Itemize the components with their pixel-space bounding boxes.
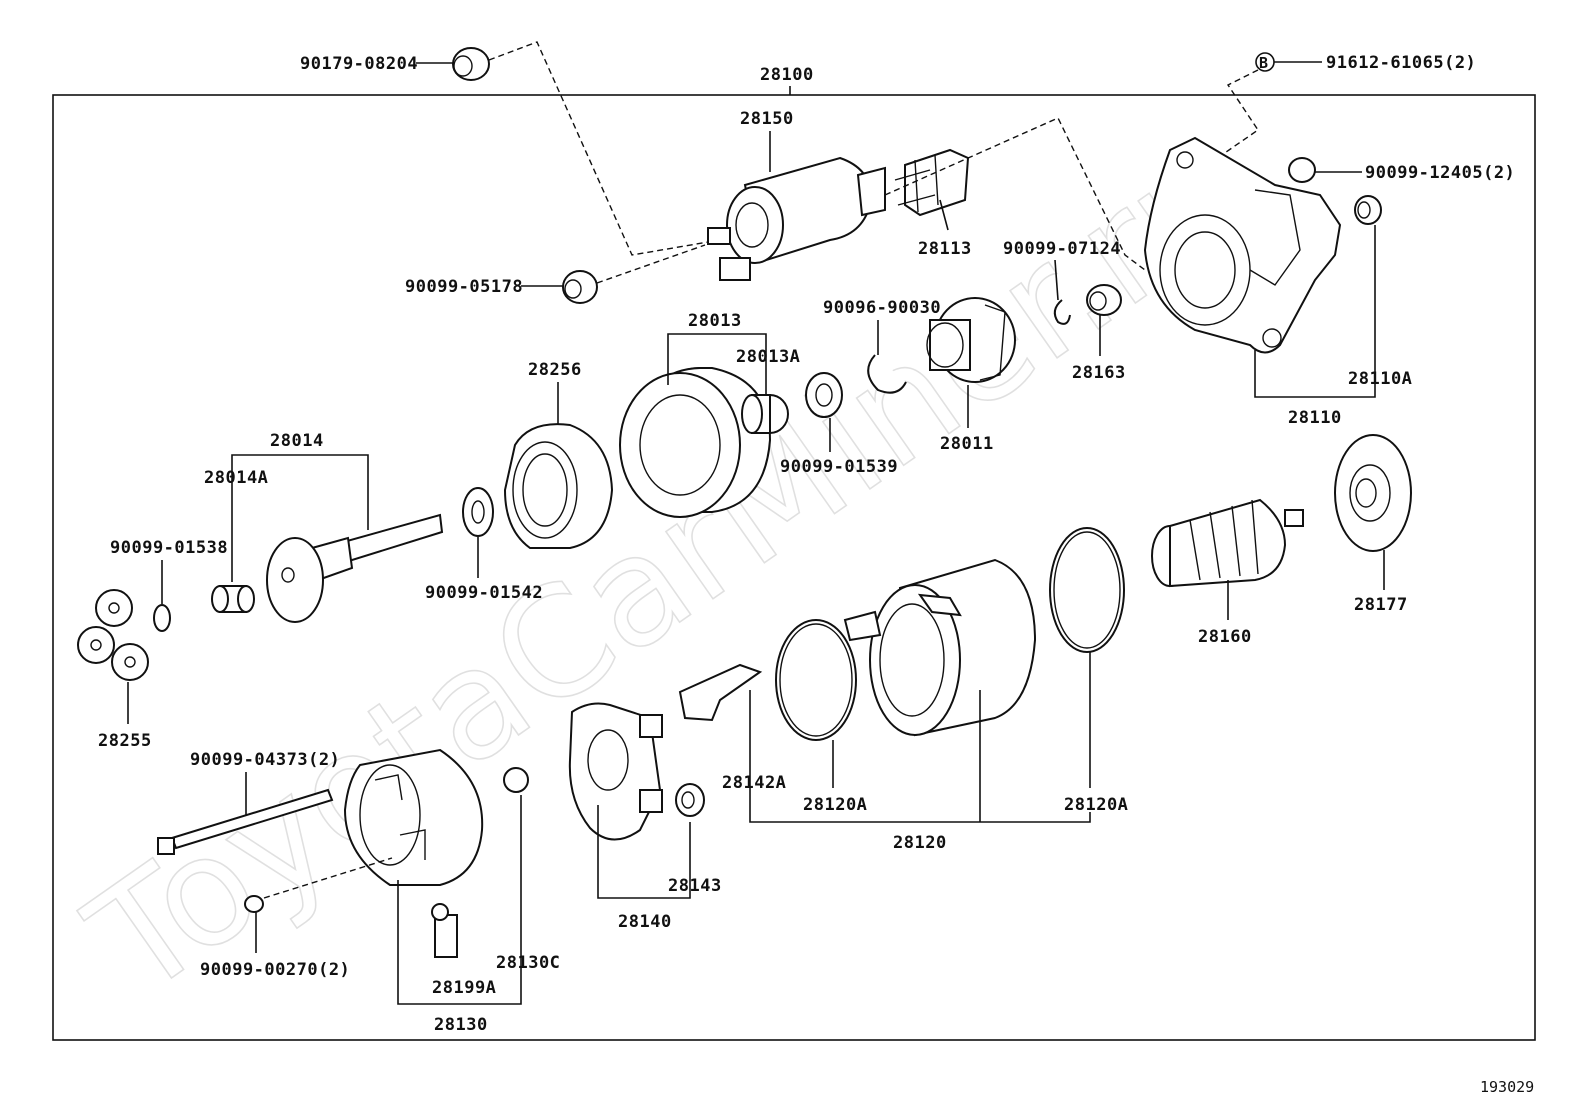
part-90099-07124-ring[interactable] bbox=[1053, 299, 1071, 325]
label-28160: 28160 bbox=[1198, 627, 1252, 647]
part-28113-contact-plate[interactable] bbox=[894, 148, 970, 217]
label-28011: 28011 bbox=[940, 434, 994, 454]
part-90096-90030-ring[interactable] bbox=[867, 354, 907, 394]
part-28120A-o-ring-right[interactable] bbox=[1049, 527, 1125, 653]
part-28011-starter-clutch[interactable] bbox=[926, 297, 1016, 383]
label-28143: 28143 bbox=[668, 876, 722, 896]
label-90099-12405: 90099-12405(2) bbox=[1365, 163, 1515, 183]
label-28120: 28120 bbox=[893, 833, 947, 853]
label-28177: 28177 bbox=[1354, 595, 1408, 615]
part-28110-starter-housing[interactable] bbox=[1143, 136, 1342, 354]
label-28163: 28163 bbox=[1072, 363, 1126, 383]
label-90099-01539: 90099-01539 bbox=[780, 457, 898, 477]
part-90099-05178-cap[interactable] bbox=[562, 270, 598, 304]
label-28110: 28110 bbox=[1288, 408, 1342, 428]
part-28120-yoke[interactable] bbox=[843, 558, 1037, 737]
label-28100: 28100 bbox=[760, 65, 814, 85]
label-90099-01538: 90099-01538 bbox=[110, 538, 228, 558]
label-28113: 28113 bbox=[918, 239, 972, 259]
part-28256-internal-gear[interactable] bbox=[503, 423, 614, 549]
label-90096-90030: 90096-90030 bbox=[823, 298, 941, 318]
part-28110A-bushing[interactable] bbox=[1354, 195, 1382, 225]
label-90099-07124: 90099-07124 bbox=[1003, 239, 1121, 259]
part-28140-brush-holder[interactable] bbox=[568, 702, 663, 841]
label-28199A: 28199A bbox=[432, 978, 496, 998]
label-90099-05178: 90099-05178 bbox=[405, 277, 523, 297]
part-90099-12405-cap[interactable] bbox=[1288, 157, 1316, 183]
label-90099-04373: 90099-04373(2) bbox=[190, 750, 340, 770]
part-28014A-bushing[interactable] bbox=[211, 585, 255, 613]
label-28014: 28014 bbox=[270, 431, 324, 451]
part-28014-planetary-shaft[interactable] bbox=[266, 513, 444, 623]
label-28120A-left: 28120A bbox=[803, 795, 867, 815]
part-28177-end-cover[interactable] bbox=[1334, 434, 1412, 552]
callout-marker-b: B bbox=[1255, 52, 1275, 72]
part-28143-brush-spring[interactable] bbox=[675, 783, 705, 817]
label-28255: 28255 bbox=[98, 731, 152, 751]
part-90099-01542-washer[interactable] bbox=[462, 487, 494, 537]
label-28013A: 28013A bbox=[736, 347, 800, 367]
part-28160-armature[interactable] bbox=[1151, 498, 1304, 588]
diagram-id: 193029 bbox=[1480, 1078, 1534, 1096]
part-28199A-grommet[interactable] bbox=[431, 903, 458, 958]
part-28163-collar[interactable] bbox=[1086, 284, 1122, 316]
label-28130: 28130 bbox=[434, 1015, 488, 1035]
svg-text:B: B bbox=[1259, 54, 1268, 72]
part-90099-01539-washer[interactable] bbox=[805, 372, 843, 418]
part-28013-gear-housing[interactable] bbox=[619, 367, 772, 518]
label-28013: 28013 bbox=[688, 311, 742, 331]
part-28255-planetary-gears[interactable] bbox=[77, 589, 149, 681]
assembly-frame bbox=[52, 94, 1536, 1041]
part-28150-magnetic-switch[interactable] bbox=[707, 156, 886, 281]
label-28150: 28150 bbox=[740, 109, 794, 129]
part-28142A-insulator[interactable] bbox=[678, 663, 763, 722]
part-90099-01538-washer[interactable] bbox=[153, 604, 171, 632]
part-90099-04373-through-bolt[interactable] bbox=[157, 788, 334, 855]
label-28014A: 28014A bbox=[204, 468, 268, 488]
label-28120A-right: 28120A bbox=[1064, 795, 1128, 815]
part-28130C-bushing[interactable] bbox=[503, 767, 529, 793]
label-91612-61065: 91612-61065(2) bbox=[1326, 53, 1476, 73]
label-28142A: 28142A bbox=[722, 773, 786, 793]
part-28013A-bushing[interactable] bbox=[741, 394, 789, 434]
part-90099-00270-screw[interactable] bbox=[244, 895, 264, 913]
label-28110A: 28110A bbox=[1348, 369, 1412, 389]
label-90179-08204: 90179-08204 bbox=[300, 54, 418, 74]
label-28130C: 28130C bbox=[496, 953, 560, 973]
part-28130-end-frame[interactable] bbox=[343, 748, 484, 886]
label-28256: 28256 bbox=[528, 360, 582, 380]
label-90099-01542: 90099-01542 bbox=[425, 583, 543, 603]
label-28140: 28140 bbox=[618, 912, 672, 932]
part-28120A-o-ring-left[interactable] bbox=[775, 619, 857, 741]
part-90179-08204-cap[interactable] bbox=[452, 47, 490, 81]
label-90099-00270: 90099-00270(2) bbox=[200, 960, 350, 980]
